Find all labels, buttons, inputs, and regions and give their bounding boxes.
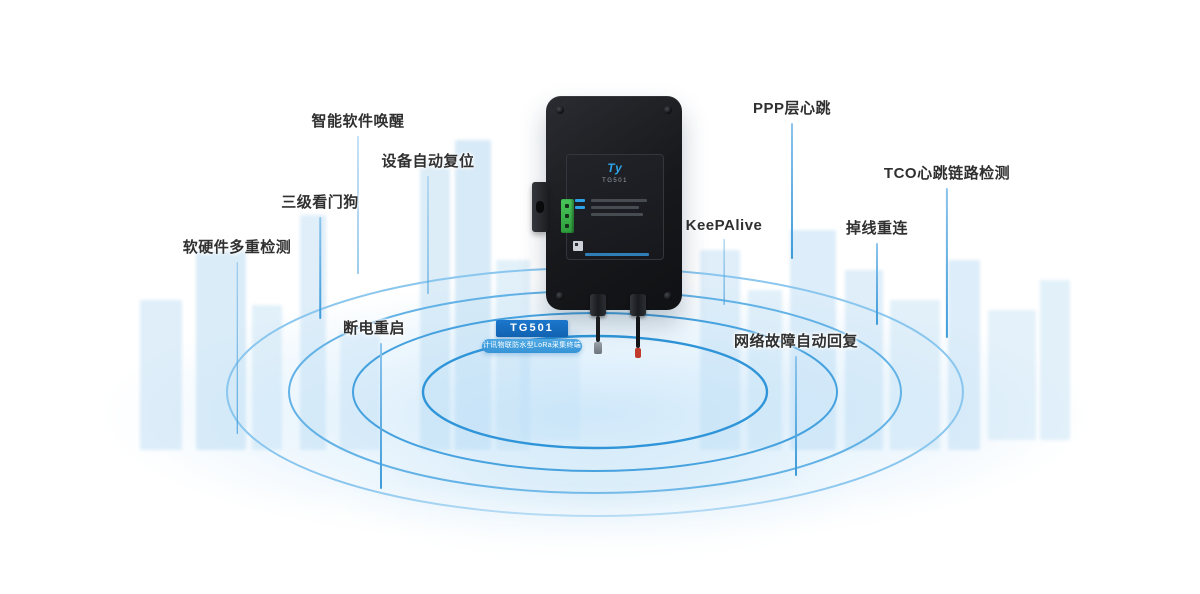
feature-label: PPP层心跳 bbox=[752, 100, 832, 117]
feature-power-off-restart: 断电重启 bbox=[343, 317, 405, 489]
feature-label: 断电重启 bbox=[342, 320, 406, 337]
device-model-text: TG501 bbox=[602, 178, 628, 184]
badge-model: TG501 bbox=[496, 320, 568, 337]
connector-line bbox=[946, 188, 948, 338]
feature-reconnect-after-dropout: 掉线重连 bbox=[846, 217, 908, 325]
screw-icon bbox=[664, 292, 672, 300]
qr-code bbox=[573, 241, 583, 251]
label-text-line bbox=[591, 206, 639, 209]
feature-label: 网络故障自动回复 bbox=[733, 333, 859, 350]
connector-line bbox=[723, 239, 725, 305]
mounting-bracket bbox=[532, 182, 548, 232]
terminal-pin bbox=[565, 214, 569, 218]
screw-icon bbox=[556, 292, 564, 300]
bracket-hole bbox=[536, 201, 544, 213]
feature-label: KeePAlive bbox=[685, 217, 763, 234]
cable-connector-tip bbox=[594, 342, 602, 354]
connector-line bbox=[236, 262, 238, 434]
label-accent-line bbox=[575, 199, 585, 202]
feature-label: 智能软件唤醒 bbox=[311, 113, 405, 130]
label-footer-line bbox=[585, 253, 649, 256]
connector-line bbox=[795, 356, 797, 476]
screw-icon bbox=[664, 106, 672, 114]
feature-label: TCO心跳链路检测 bbox=[883, 165, 1011, 182]
label-accent-line bbox=[575, 206, 585, 209]
connector-line bbox=[319, 217, 321, 319]
brand-logo: Ty bbox=[607, 161, 623, 175]
connector-line bbox=[791, 123, 793, 259]
feature-label: 软硬件多重检测 bbox=[182, 239, 292, 256]
connector-line bbox=[357, 136, 359, 274]
feature-keepalive: KeePAlive bbox=[686, 217, 763, 305]
lora-gateway-device: Ty TG501 bbox=[532, 96, 682, 358]
terminal-pin bbox=[565, 224, 569, 228]
feature-label: 三级看门狗 bbox=[281, 194, 359, 211]
feature-sw-hw-multi-detection: 软硬件多重检测 bbox=[183, 236, 292, 434]
feature-label: 设备自动复位 bbox=[381, 153, 475, 170]
cable-red-band bbox=[635, 348, 641, 358]
label-text-line bbox=[591, 213, 643, 216]
feature-ppp-heartbeat: PPP层心跳 bbox=[753, 97, 831, 259]
cable-gland bbox=[630, 294, 646, 316]
connector-line bbox=[427, 176, 429, 294]
cable bbox=[636, 316, 640, 348]
feature-smart-software-wakeup: 智能软件唤醒 bbox=[311, 110, 404, 274]
feature-tco-heartbeat-link-detection: TCO心跳链路检测 bbox=[884, 162, 1010, 338]
terminal-pin bbox=[565, 204, 569, 208]
connector-line bbox=[380, 343, 382, 489]
badge-subtitle: 计讯物联防水型LoRa采集终端 bbox=[482, 339, 582, 353]
feature-network-fault-auto-recovery: 网络故障自动回复 bbox=[734, 330, 858, 476]
cable-gland bbox=[590, 294, 606, 316]
connector-line bbox=[876, 243, 878, 325]
label-text-line bbox=[591, 199, 647, 202]
screw-icon bbox=[556, 106, 564, 114]
feature-three-level-watchdog: 三级看门狗 bbox=[281, 191, 359, 319]
terminal-block bbox=[561, 199, 574, 233]
device-label-panel: Ty TG501 bbox=[561, 154, 664, 260]
feature-device-auto-reset: 设备自动复位 bbox=[381, 150, 474, 294]
cable bbox=[596, 316, 600, 342]
feature-label: 掉线重连 bbox=[845, 220, 909, 237]
